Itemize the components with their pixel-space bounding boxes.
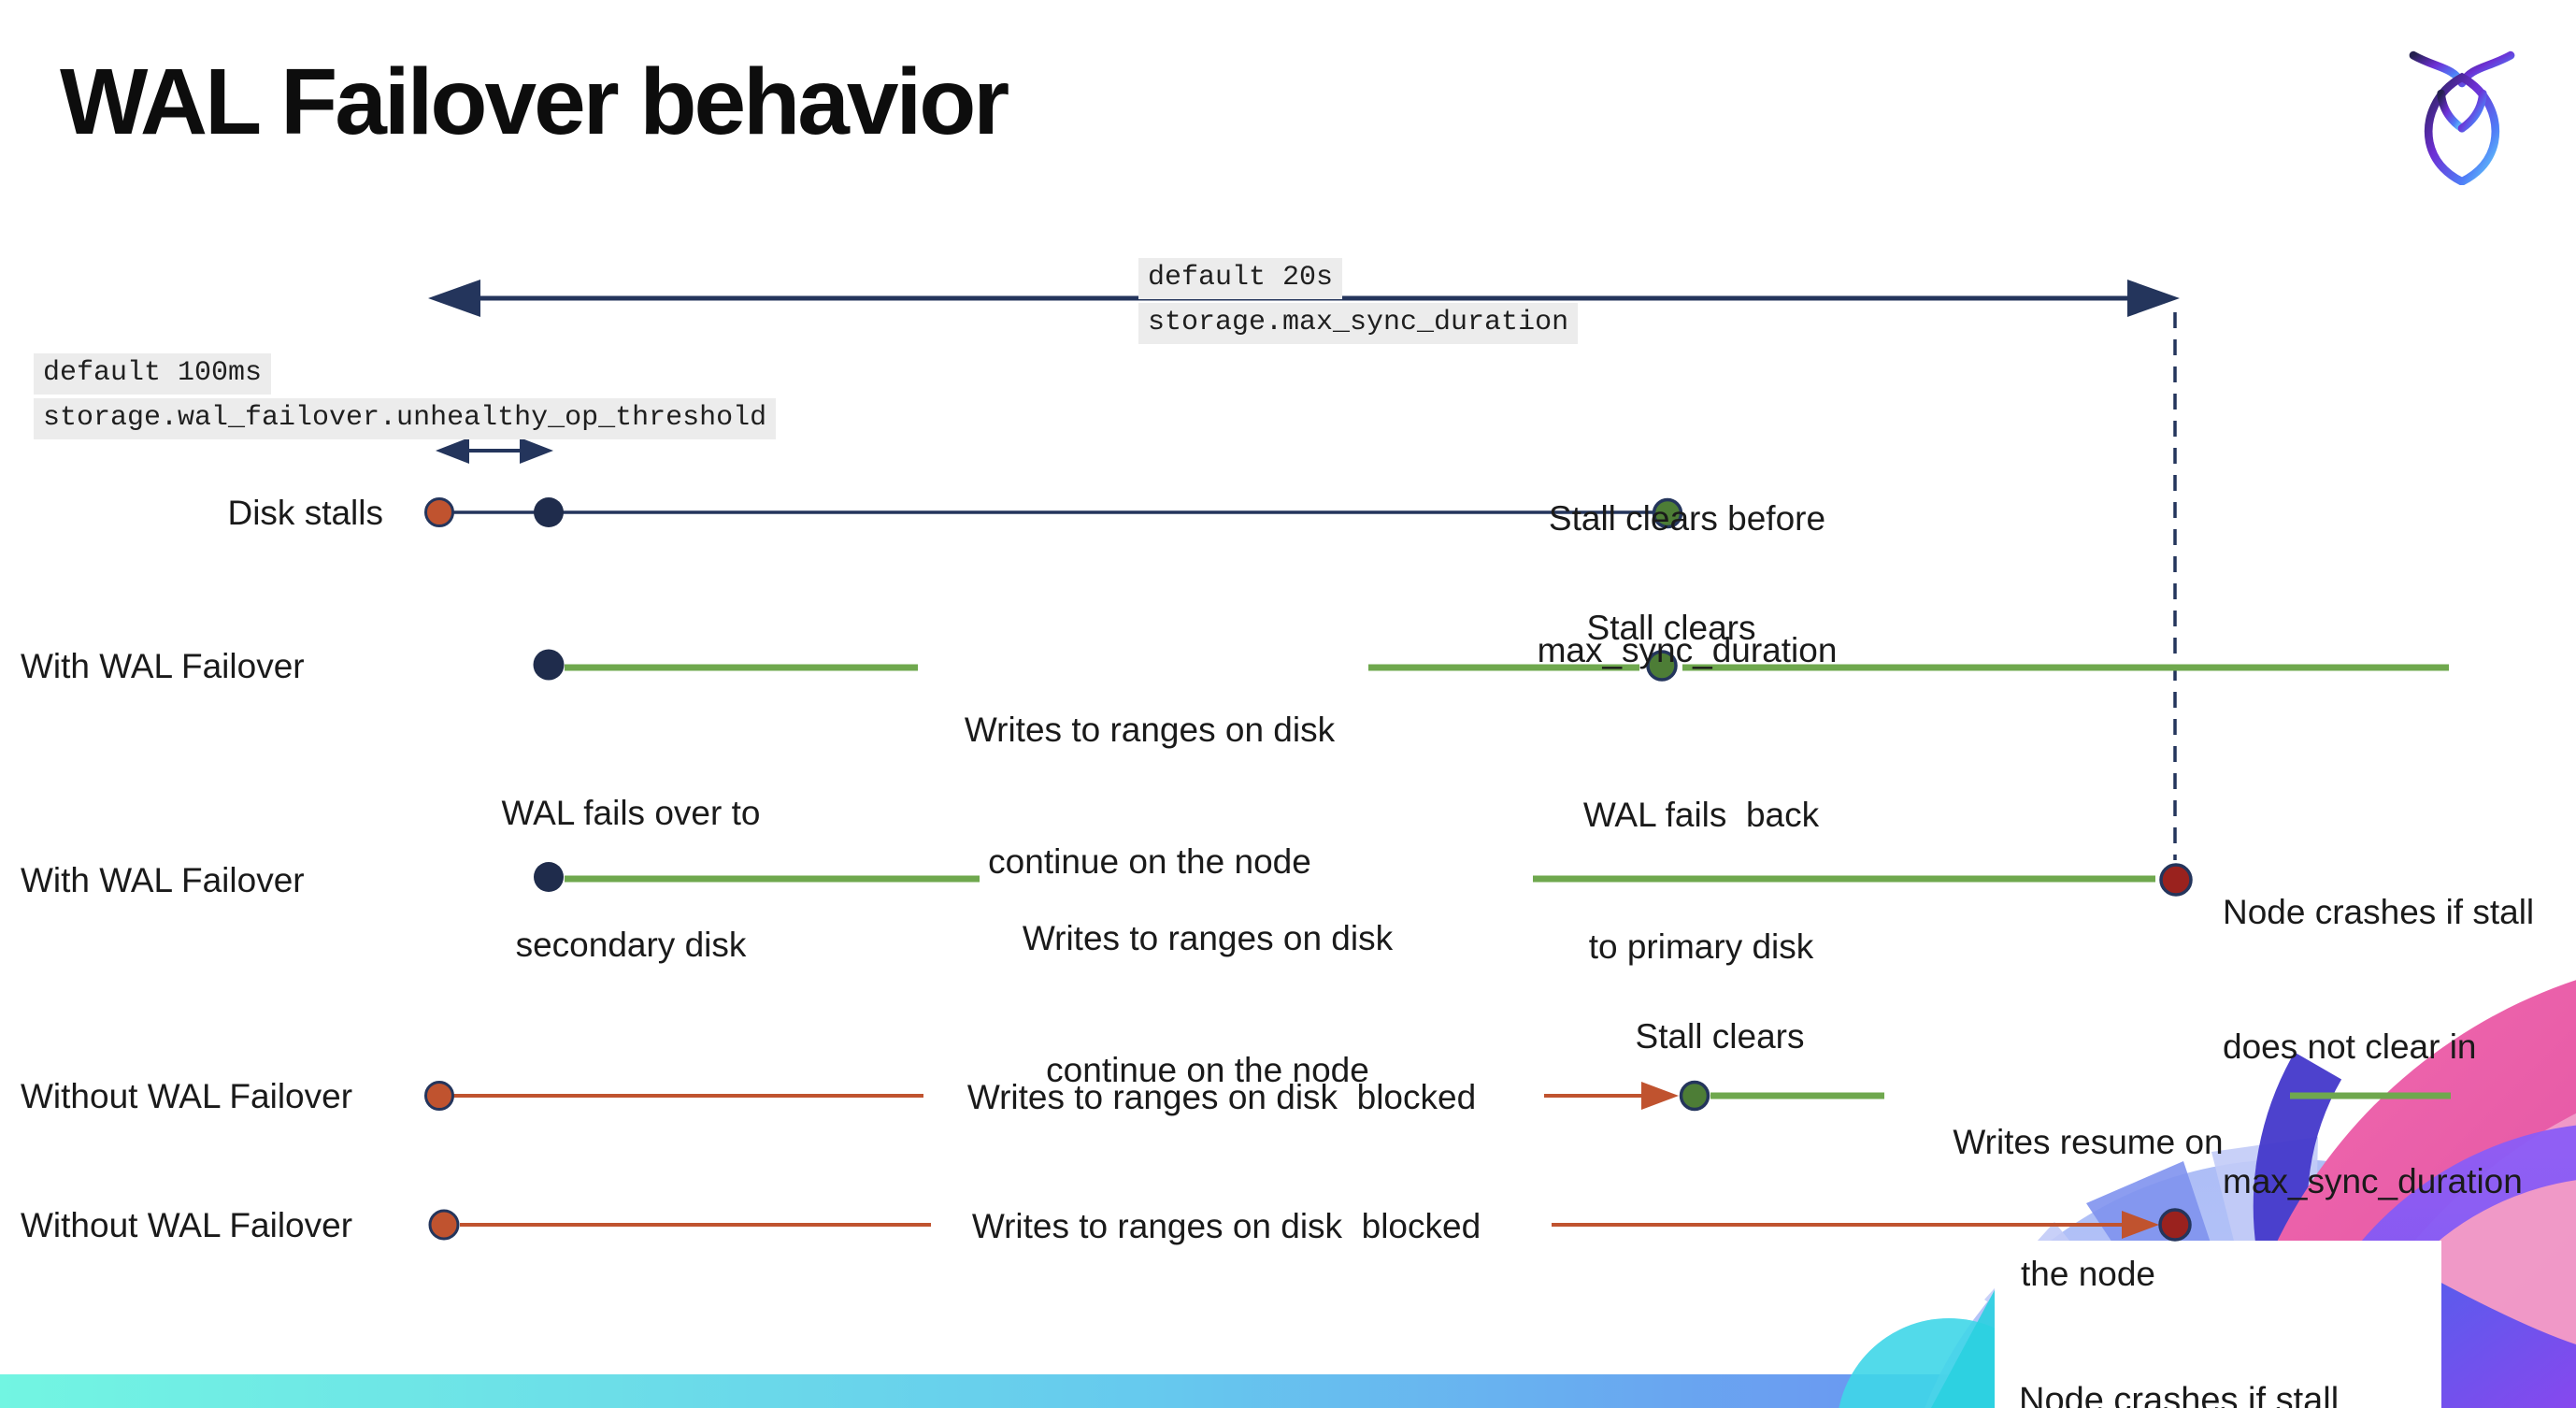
node-crashes-callout-box xyxy=(1995,1241,2441,1408)
setting-name: storage.wal_failover.unhealthy_op_thresh… xyxy=(34,398,777,439)
setting-name: storage.max_sync_duration xyxy=(1138,303,1579,344)
writes-blocked-label-row5: Writes to ranges on disk blocked xyxy=(971,1207,1481,1245)
writes-resume-line2: the node xyxy=(2020,1255,2156,1293)
wal-fails-over-line2: secondary disk xyxy=(515,926,747,964)
timeline-wal-failover-clears xyxy=(533,649,2449,682)
node-crashes-label-row5: Node crashes if stall does not clear in … xyxy=(2019,1268,2339,1408)
timeline-disk-stalls xyxy=(424,497,1683,529)
timeline-no-failover-clears xyxy=(424,1080,2451,1112)
max-sync-duration-setting-label: default 20s storage.max_sync_duration xyxy=(1138,258,1579,348)
wal-fails-over-label: WAL fails over to secondary disk xyxy=(502,703,761,1055)
node-crash-dot xyxy=(2159,863,2193,897)
setting-default-value: default 100ms xyxy=(34,353,272,395)
stall-clears-before-label: Stall clears before max_sync_duration xyxy=(1538,409,1838,760)
disk-stall-start-dot xyxy=(424,497,454,527)
row-label-without-wal-failover-2: Without WAL Failover xyxy=(21,1206,353,1244)
unhealthy-op-threshold-setting-label: default 100ms storage.wal_failover.unhea… xyxy=(34,353,777,443)
node-crashes-line2: does not clear in xyxy=(2223,1027,2477,1066)
timeline-wal-failover-crash xyxy=(534,862,2193,897)
stall-clears-before-line2: max_sync_duration xyxy=(1537,631,1838,669)
failover-start-dot xyxy=(533,649,565,681)
stall-clears-early-dot xyxy=(1652,497,1683,529)
writes-resume-line1: Writes resume on xyxy=(1953,1123,2224,1161)
stall-clears-dot xyxy=(1679,1080,1710,1112)
writes-continue-label-row2: Writes to ranges on disk continue on the… xyxy=(965,620,1335,971)
node-crashes-label-row3: Node crashes if stall does not clear in … xyxy=(2223,800,2534,1294)
setting-default-value: default 20s xyxy=(1138,258,1343,299)
writes-continue-line2: continue on the node xyxy=(1046,1051,1369,1089)
disk-stall-start-dot xyxy=(428,1209,460,1241)
node-crash-dot xyxy=(2158,1208,2192,1242)
stall-clears-label-row2: Stall clears xyxy=(1586,609,1756,647)
row-label-with-wal-failover-1: With WAL Failover xyxy=(21,647,305,685)
disk-stall-start-dot xyxy=(424,1081,454,1111)
writes-resume-label: Writes resume on the node xyxy=(1953,1032,2223,1384)
page-title: WAL Failover behavior xyxy=(60,50,1009,154)
threshold-reached-dot xyxy=(534,497,564,527)
writes-continue-line1: Writes to ranges on disk xyxy=(1022,919,1394,957)
writes-blocked-label-row4: Writes to ranges on disk blocked xyxy=(966,1078,1477,1116)
failover-start-dot xyxy=(534,862,564,892)
wal-fails-back-label: WAL fails back to primary disk xyxy=(1583,705,1819,1056)
stall-clears-dot xyxy=(1646,650,1678,682)
writes-continue-line2: continue on the node xyxy=(988,842,1311,881)
wal-fails-back-line2: to primary disk xyxy=(1588,927,1814,966)
row-label-without-wal-failover-1: Without WAL Failover xyxy=(21,1077,353,1115)
node-crashes-line1: Node crashes if stall xyxy=(2223,893,2535,931)
stall-clears-before-line1: Stall clears before xyxy=(1548,499,1826,538)
unhealthy-op-threshold-arrow xyxy=(436,438,553,464)
stall-clears-label-row4: Stall clears xyxy=(1635,1017,1805,1056)
timeline-no-failover-crash xyxy=(428,1208,2192,1242)
node-crashes-line3: max_sync_duration xyxy=(2223,1162,2523,1200)
wal-fails-back-line1: WAL fails back xyxy=(1582,796,1820,834)
writes-continue-label-row3: Writes to ranges on disk continue on the… xyxy=(1023,828,1393,1180)
writes-continue-line1: Writes to ranges on disk xyxy=(964,711,1336,749)
row-label-disk-stalls: Disk stalls xyxy=(227,494,383,532)
node-crashes-line1: Node crashes if stall xyxy=(2019,1381,2340,1408)
row-label-with-wal-failover-2: With WAL Failover xyxy=(21,861,305,899)
wal-fails-over-line1: WAL fails over to xyxy=(501,794,761,832)
cockroachdb-logo xyxy=(2409,50,2515,185)
